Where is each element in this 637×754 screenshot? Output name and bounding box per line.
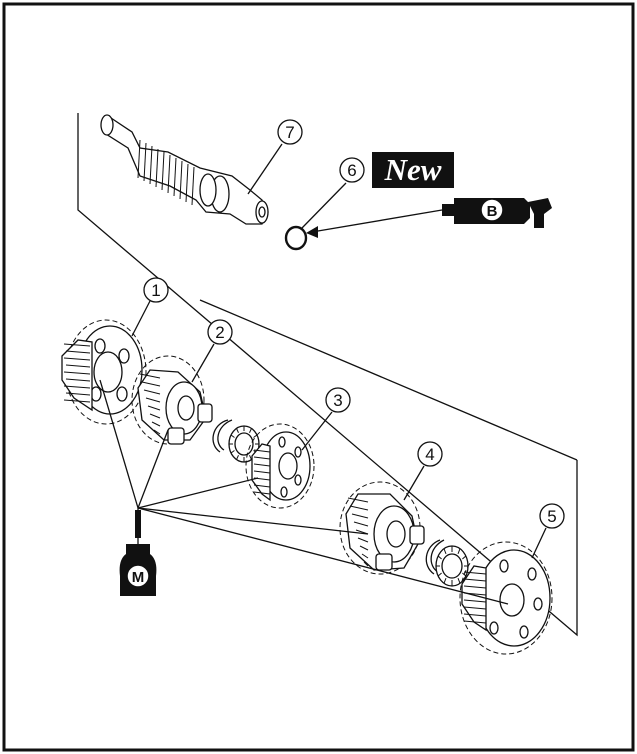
tooth-line	[463, 571, 487, 575]
grease-gun-icon: B	[442, 198, 552, 228]
callout-7-number: 7	[285, 123, 294, 142]
tooth-line	[253, 456, 271, 460]
tooth-line	[463, 606, 487, 610]
tooth-line	[65, 392, 91, 396]
gear-1	[61, 319, 147, 425]
tooth-line	[191, 166, 195, 206]
tooth-line	[361, 553, 369, 559]
tooth-line	[253, 449, 271, 453]
tooth-line	[65, 350, 91, 354]
callout-3-number: 3	[333, 391, 342, 410]
main-axle	[100, 114, 269, 225]
tooth-line	[463, 599, 487, 603]
dog-clutch-4	[339, 481, 425, 575]
tooth-line	[149, 413, 161, 419]
tooth-line	[137, 139, 141, 179]
tooth-line	[179, 160, 183, 200]
tooth-line	[359, 545, 369, 551]
tooth-line	[463, 620, 487, 624]
callout-5-number: 5	[547, 507, 556, 526]
oil-bottle-letter: M	[132, 569, 145, 586]
tooth-line	[143, 389, 161, 395]
tooth-line	[437, 572, 442, 577]
tooth-line	[185, 163, 189, 203]
tooth-line	[151, 421, 161, 427]
tooth-line	[349, 505, 369, 511]
tooth-line	[147, 405, 161, 411]
callout-1-number: 1	[151, 281, 160, 300]
callout-7: 7	[247, 119, 303, 195]
circlip-1	[212, 419, 233, 453]
tooth-line	[161, 151, 165, 191]
callout-5: 5	[531, 503, 565, 559]
tooth-line	[167, 154, 171, 194]
grease-gun-letter: B	[487, 203, 498, 220]
tooth-line	[65, 364, 91, 368]
tooth-line	[462, 555, 467, 560]
tooth-line	[437, 555, 442, 560]
tooth-line	[463, 578, 487, 582]
tooth-line	[143, 142, 147, 182]
tooth-line	[63, 357, 91, 361]
tooth-line	[141, 381, 161, 387]
tooth-line	[139, 373, 161, 379]
tooth-line	[249, 428, 252, 433]
tooth-line	[236, 428, 239, 433]
grease-leader-line	[311, 209, 443, 233]
tooth-line	[443, 577, 447, 584]
plane-diagonal	[199, 299, 578, 461]
tooth-line	[253, 484, 271, 488]
oil-bottle-icon: M	[119, 510, 157, 596]
tooth-line	[173, 157, 177, 197]
o-ring	[284, 225, 308, 251]
callout-3: 3	[301, 387, 351, 451]
tooth-line	[63, 385, 91, 389]
tooth-line	[457, 577, 461, 584]
tooth-line	[145, 397, 161, 403]
gear-5	[459, 541, 553, 655]
tooth-line	[63, 343, 91, 347]
gear-3	[245, 423, 315, 509]
grease-leader-arrow	[306, 226, 318, 238]
tooth-line	[463, 613, 487, 617]
callout-4-number: 4	[425, 445, 434, 464]
tooth-line	[63, 371, 91, 375]
callout-2-number: 2	[215, 323, 224, 342]
dog-clutch-2	[131, 355, 213, 445]
assembly-plane	[77, 113, 578, 637]
tooth-line	[353, 521, 369, 527]
tooth-line	[249, 455, 252, 460]
tooth-line	[65, 378, 91, 382]
tooth-line	[351, 513, 369, 519]
callout-1: 1	[131, 277, 169, 337]
oil-leader-lines	[99, 379, 509, 605]
tooth-line	[443, 548, 447, 555]
tooth-line	[63, 399, 91, 403]
tooth-line	[357, 537, 369, 543]
tooth-line	[153, 429, 161, 435]
splined-washer-2	[435, 545, 469, 587]
new-part-badge: New	[372, 152, 454, 188]
tooth-line	[230, 434, 235, 438]
callout-6: 6	[301, 157, 365, 229]
tooth-line	[253, 491, 271, 495]
new-badge-label: New	[384, 152, 442, 187]
callout-2: 2	[191, 319, 233, 383]
tooth-line	[149, 145, 153, 185]
tooth-line	[155, 148, 159, 188]
tooth-line	[253, 463, 271, 467]
tooth-line	[253, 470, 271, 474]
tooth-line	[363, 561, 369, 567]
tooth-line	[230, 450, 235, 454]
tooth-line	[236, 455, 239, 460]
callout-4: 4	[403, 441, 443, 501]
tooth-line	[457, 548, 461, 555]
callout-6-number: 6	[347, 161, 356, 180]
tooth-line	[347, 497, 369, 503]
tooth-line	[463, 585, 487, 589]
